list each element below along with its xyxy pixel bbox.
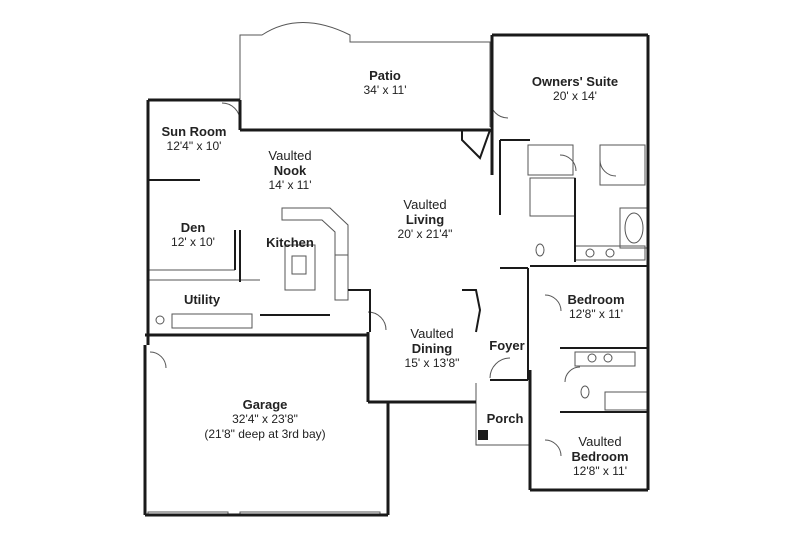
door-swing-owners	[489, 99, 509, 119]
owners-sink-icon	[585, 248, 595, 258]
room-owners-suite: Owners' Suite 20' x 14'	[515, 74, 635, 104]
room-dims: 32'4" x 23'8"	[232, 412, 298, 426]
owners-closet-right	[599, 144, 646, 186]
patio-outline	[239, 22, 491, 127]
room-dims: 34' x 11'	[363, 83, 407, 97]
room-kitchen: Kitchen	[258, 235, 322, 250]
owners-closet-left	[527, 144, 574, 176]
owners-tub-basin	[624, 212, 644, 244]
room-note: (21'8" deep at 3rd bay)	[204, 427, 326, 441]
room-name: Foyer	[489, 338, 525, 353]
room-name: Kitchen	[266, 235, 314, 250]
door-swing-foyer	[489, 357, 511, 379]
kitchen-counter-right	[334, 254, 349, 301]
room-name: Garage	[242, 397, 288, 412]
room-name: Owners' Suite	[531, 74, 619, 89]
door-swing-garage	[149, 351, 167, 369]
owners-tub	[619, 207, 649, 249]
room-nook: Vaulted Nook 14' x 11'	[250, 148, 330, 193]
room-dims: 14' x 11'	[268, 178, 312, 192]
room-dims: 12' x 10'	[171, 235, 215, 249]
room-name: Patio	[369, 68, 401, 83]
room-name: Den	[180, 220, 206, 235]
room-dims: 12'4" x 10'	[166, 139, 222, 153]
room-dims: 20' x 21'4"	[397, 227, 453, 241]
room-garage: Garage 32'4" x 23'8" (21'8" deep at 3rd …	[185, 397, 345, 442]
room-utility: Utility	[172, 292, 232, 307]
door-swing-bedroom	[544, 294, 562, 312]
door-swing-bedroom2	[544, 439, 562, 457]
wall-pantry	[348, 289, 371, 332]
room-dining: Vaulted Dining 15' x 13'8"	[392, 326, 472, 371]
wall-fireplace	[461, 129, 492, 160]
room-prefix: Vaulted	[410, 326, 454, 341]
room-name: Nook	[273, 163, 307, 178]
owners-toilet-icon	[535, 243, 545, 257]
door-swing-bath	[564, 366, 581, 383]
utility-counter	[171, 313, 253, 329]
porch-outline	[475, 383, 530, 446]
wall-living-entry	[462, 289, 482, 333]
room-name: Utility	[183, 292, 221, 307]
room-prefix: Vaulted	[268, 148, 312, 163]
room-name: Dining	[411, 341, 453, 356]
room-living: Vaulted Living 20' x 21'4"	[380, 197, 470, 242]
room-name: Bedroom	[571, 449, 629, 464]
hall-bath-sink2-icon	[603, 353, 613, 363]
door-swing-owners-closet	[599, 159, 617, 177]
hall-bath-tub	[604, 391, 648, 411]
hall-bath-vanity	[574, 351, 636, 367]
owners-sink2-icon	[605, 248, 615, 258]
room-porch: Porch	[480, 411, 530, 426]
owners-shower	[529, 177, 576, 217]
kitchen-island	[284, 244, 316, 291]
room-dims: 12'8" x 11'	[569, 307, 623, 321]
room-name: Living	[405, 212, 445, 227]
utility-sink-icon	[155, 315, 165, 325]
room-sun-room: Sun Room 12'4" x 10'	[150, 124, 238, 154]
room-dims: 15' x 13'8"	[404, 356, 460, 370]
room-dims: 12'8" x 11'	[573, 464, 627, 478]
room-prefix: Vaulted	[578, 434, 622, 449]
door-swing-owners-bath	[559, 154, 577, 172]
room-name: Porch	[486, 411, 524, 426]
room-bedroom2: Vaulted Bedroom 12'8" x 11'	[552, 434, 648, 479]
room-prefix: Vaulted	[403, 197, 447, 212]
room-name: Bedroom	[567, 292, 625, 307]
porch-lamp-icon	[478, 430, 488, 440]
room-den: Den 12' x 10'	[158, 220, 228, 250]
cooktop	[291, 255, 307, 275]
hall-toilet-icon	[580, 385, 590, 399]
room-foyer: Foyer	[482, 338, 532, 353]
room-bedroom: Bedroom 12'8" x 11'	[548, 292, 644, 322]
door-swing-sunroom	[221, 102, 241, 122]
room-dims: 20' x 14'	[553, 89, 597, 103]
room-patio: Patio 34' x 11'	[340, 68, 430, 98]
hall-bath-sink-icon	[587, 353, 597, 363]
room-name: Sun Room	[161, 124, 227, 139]
